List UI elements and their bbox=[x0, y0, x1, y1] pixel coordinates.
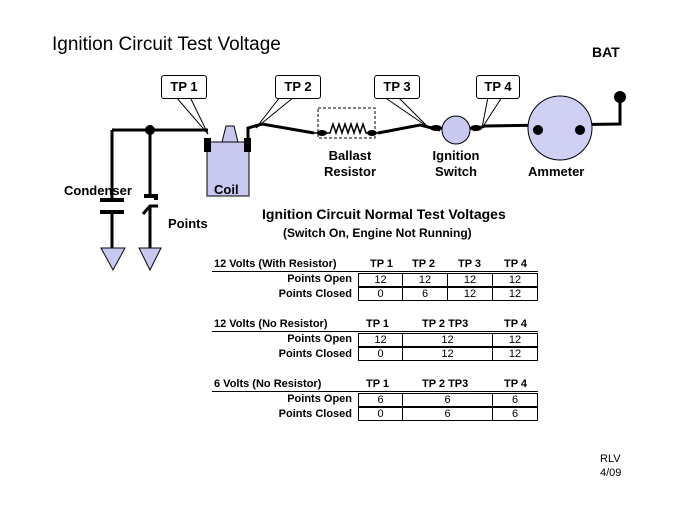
switch-terminal bbox=[470, 125, 482, 131]
table-cell: 6 bbox=[402, 407, 493, 421]
points-contact bbox=[141, 204, 158, 215]
row-label: Points Open bbox=[287, 393, 352, 405]
table-subtitle: (Switch On, Engine Not Running) bbox=[283, 226, 472, 240]
column-header: TP 1 bbox=[366, 378, 390, 390]
table-cell: 12 bbox=[492, 347, 538, 361]
ballast-coil bbox=[314, 121, 378, 136]
ground-symbol bbox=[100, 247, 126, 272]
row-label: Points Open bbox=[287, 273, 352, 285]
table-title: Ignition Circuit Normal Test Voltages bbox=[262, 206, 506, 222]
column-header: TP 2 TP3 bbox=[422, 318, 469, 330]
table-cell: 6 bbox=[492, 393, 538, 407]
ammeter bbox=[527, 95, 593, 161]
callout-pointers bbox=[175, 96, 503, 135]
table-cell: 12 bbox=[402, 273, 448, 287]
points-contact bbox=[144, 194, 158, 200]
coil-label: Coil bbox=[214, 182, 239, 197]
condenser-label: Condenser bbox=[64, 183, 132, 198]
table-cell: 0 bbox=[358, 287, 403, 301]
row-label: Points Closed bbox=[278, 408, 352, 420]
table-heading: 6 Volts (No Resistor) bbox=[214, 378, 322, 390]
table-cell: 12 bbox=[492, 287, 538, 301]
switch-terminal bbox=[430, 125, 442, 131]
signature: RLV 4/09 bbox=[600, 452, 621, 480]
table-cell: 12 bbox=[358, 333, 403, 347]
ammeter-terminal bbox=[533, 125, 543, 135]
table-cell: 0 bbox=[358, 347, 403, 361]
row-label: Points Closed bbox=[278, 348, 352, 360]
table-heading: 12 Volts (No Resistor) bbox=[214, 318, 328, 330]
ballast-resistor-label: Ballast Resistor bbox=[320, 148, 380, 180]
points-label: Points bbox=[168, 216, 208, 231]
column-header: TP 4 bbox=[504, 318, 528, 330]
table-cell: 12 bbox=[358, 273, 403, 287]
ammeter-terminal bbox=[575, 125, 585, 135]
column-header: TP 4 bbox=[504, 258, 528, 270]
table-cell: 12 bbox=[492, 273, 538, 287]
ballast-terminal bbox=[317, 130, 327, 136]
ballast-label-line1: Ballast bbox=[328, 148, 372, 163]
test-point-1-callout: TP 1 bbox=[161, 75, 207, 99]
table-cell: 6 bbox=[402, 287, 448, 301]
table-cell: 6 bbox=[402, 393, 493, 407]
junction-dot bbox=[145, 125, 155, 135]
ammeter-label: Ammeter bbox=[528, 164, 585, 179]
signature-initials: RLV bbox=[600, 453, 621, 465]
battery-terminal bbox=[614, 91, 626, 103]
page-title: Ignition Circuit Test Voltage bbox=[52, 34, 281, 55]
column-header: TP 2 bbox=[412, 258, 436, 270]
row-label: Points Open bbox=[287, 333, 352, 345]
column-header: TP 1 bbox=[366, 318, 390, 330]
column-header: TP 2 TP3 bbox=[422, 378, 469, 390]
ballast-terminal bbox=[367, 130, 377, 136]
column-header: TP 1 bbox=[370, 258, 394, 270]
column-header: TP 3 bbox=[458, 258, 482, 270]
coil-terminal bbox=[204, 138, 211, 152]
ballast-label-line2: Resistor bbox=[323, 164, 377, 179]
ground-symbol bbox=[138, 247, 162, 272]
coil-body bbox=[206, 141, 250, 197]
table-cell: 12 bbox=[447, 273, 493, 287]
test-point-4-callout: TP 4 bbox=[476, 75, 520, 99]
column-header: TP 4 bbox=[504, 378, 528, 390]
ignition-switch-label: Ignition Switch bbox=[426, 148, 486, 180]
switch-label-line1: Ignition bbox=[432, 148, 480, 163]
row-label: Points Closed bbox=[278, 288, 352, 300]
table-cell: 6 bbox=[358, 393, 403, 407]
switch-label-line2: Switch bbox=[435, 164, 477, 179]
table-cell: 0 bbox=[358, 407, 403, 421]
battery-label: BAT bbox=[592, 44, 620, 60]
table-heading: 12 Volts (With Resistor) bbox=[214, 258, 337, 270]
ballast-housing bbox=[317, 107, 376, 139]
table-cell: 12 bbox=[492, 333, 538, 347]
coil-terminal bbox=[244, 138, 251, 152]
signature-date: 4/09 bbox=[600, 467, 622, 479]
table-cell: 12 bbox=[447, 287, 493, 301]
test-point-2-callout: TP 2 bbox=[275, 75, 321, 99]
table-cell: 12 bbox=[402, 333, 493, 347]
coil-tower bbox=[221, 125, 239, 143]
table-cell: 12 bbox=[402, 347, 493, 361]
test-point-3-callout: TP 3 bbox=[374, 75, 420, 99]
table-cell: 6 bbox=[492, 407, 538, 421]
ignition-switch bbox=[441, 115, 471, 145]
